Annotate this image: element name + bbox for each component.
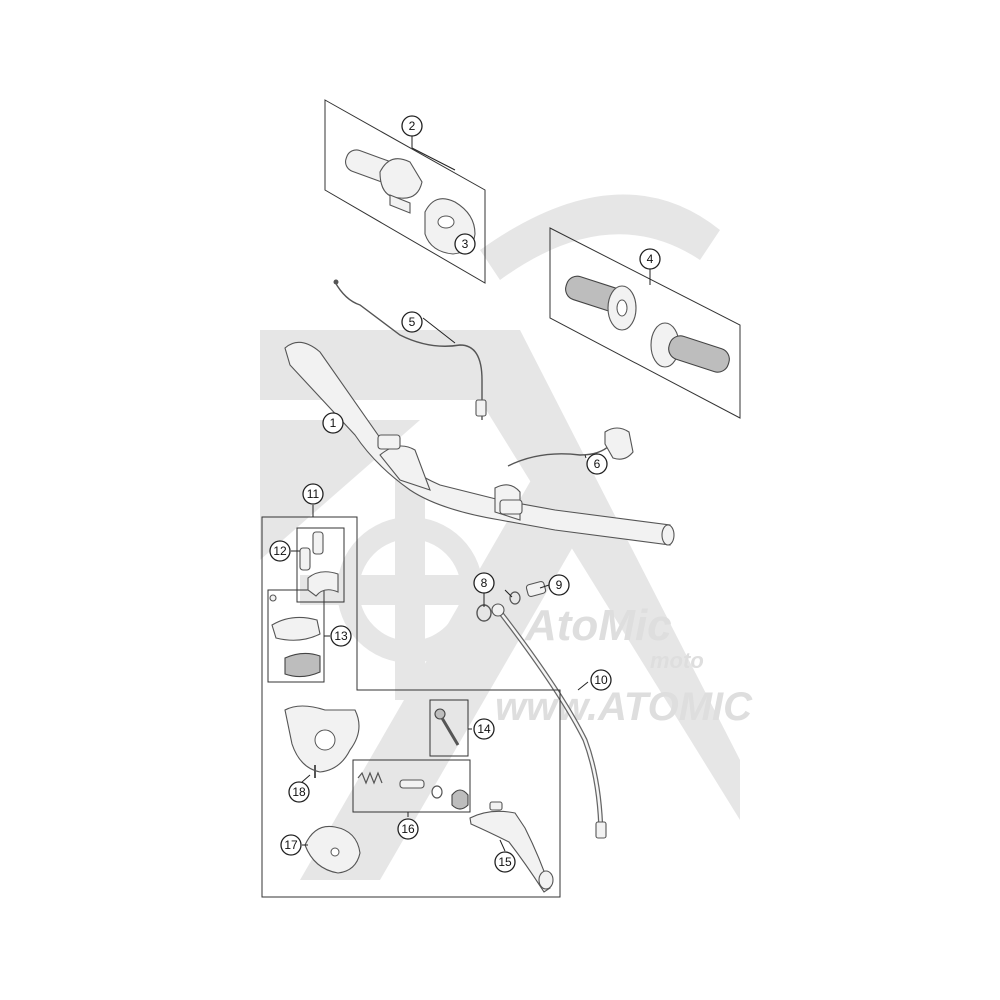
clamp-frame [296,527,345,603]
leader-lines [291,135,651,852]
watermark-brand: AtoMic [524,601,672,650]
adjuster-frame [429,699,469,757]
handlebar [284,341,675,546]
washer [509,591,521,605]
callout-11: 11 [302,483,324,505]
callout-6: 6 [586,453,608,475]
callout-3: 3 [454,233,476,255]
callout-label: 16 [401,822,415,836]
grip-left [565,275,637,331]
callout-12: 12 [269,540,291,562]
throttle-sleeve [345,149,423,214]
callout-17: 17 [280,834,302,856]
callout-label: 18 [292,785,306,799]
callout-1: 1 [322,412,344,434]
master-cylinder-body [284,705,360,778]
grip-right [650,322,730,373]
throttle-cable [333,279,487,420]
switch-unit [507,427,634,467]
callout-10: 10 [590,669,612,691]
callout-label: 10 [594,673,608,687]
callout-label: 1 [330,416,337,430]
brake-lever [469,801,554,893]
throttle-frame [324,99,486,284]
clamp [299,531,339,597]
master-cylinder-frame [261,516,561,898]
callout-label: 5 [409,315,416,329]
grips-frame [549,227,741,419]
watermark-sub: moto [650,648,704,673]
watermark-url: www.ATOMIC [495,685,753,729]
callout-label: 9 [556,578,563,592]
callout-label: 17 [284,838,298,852]
callout-label: 2 [409,119,416,133]
callout-label: 11 [307,487,320,501]
adjuster-screw [434,708,460,746]
callout-4: 4 [639,248,661,270]
callout-5: 5 [401,311,423,333]
callout-9: 9 [548,574,570,596]
callout-2: 2 [401,115,423,137]
callout-13: 13 [330,625,352,647]
callout-label: 13 [334,629,348,643]
piston-kit [357,771,469,810]
callout-8: 8 [473,572,495,594]
brake-hose [491,603,607,839]
callout-label: 8 [481,576,488,590]
callout-label: 3 [462,237,469,251]
callout-label: 12 [273,544,287,558]
callout-16: 16 [397,818,419,840]
callout-label: 4 [647,252,654,266]
lever-cover [304,825,361,874]
callout-14: 14 [473,718,495,740]
callout-18: 18 [288,781,310,803]
callout-15: 15 [494,851,516,873]
callout-label: 15 [498,855,512,869]
reservoir-cover [269,594,321,678]
callout-label: 14 [477,722,491,736]
piston-kit-frame [352,759,471,813]
callout-label: 6 [594,457,601,471]
